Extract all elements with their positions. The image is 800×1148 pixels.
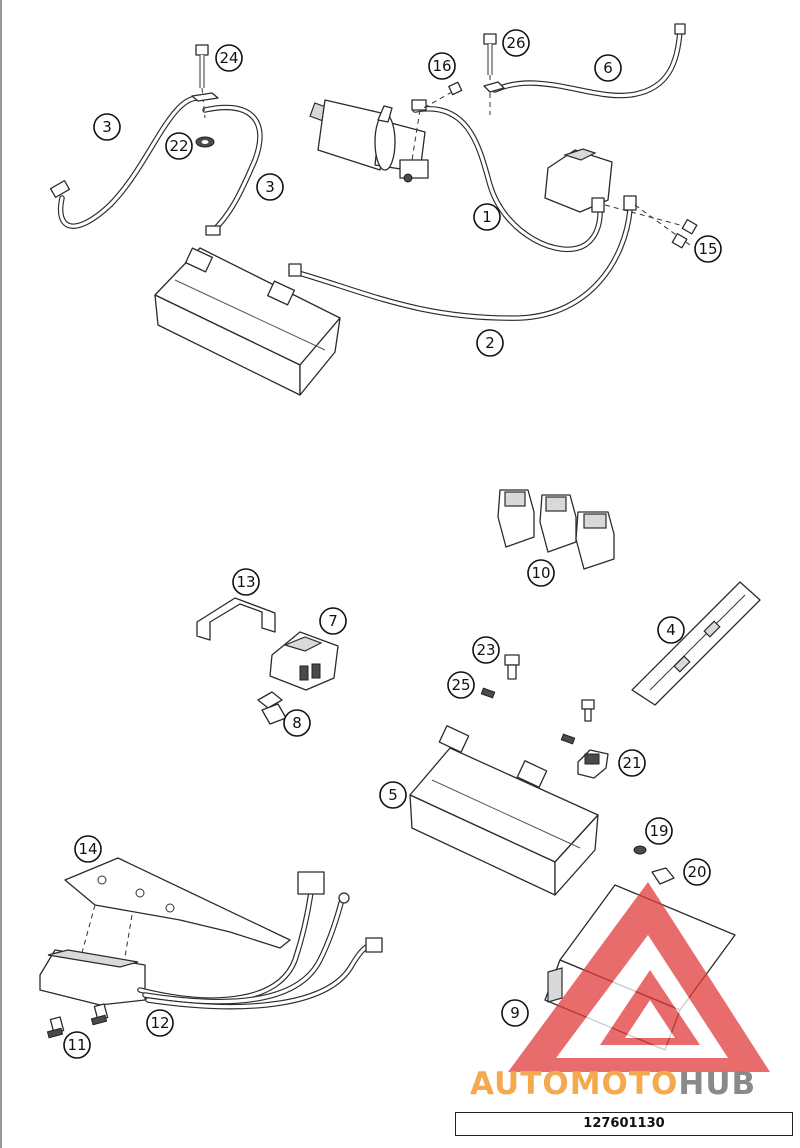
svg-text:22: 22 xyxy=(169,137,188,155)
callout-26: 26 xyxy=(502,29,530,57)
callout-3-right: 3 xyxy=(256,173,284,201)
screw-23 xyxy=(504,654,520,680)
svg-text:1: 1 xyxy=(482,208,492,226)
positive-cable xyxy=(288,207,633,321)
watermark-text-b: HUB xyxy=(678,1066,757,1102)
callout-25: 25 xyxy=(447,671,475,699)
bolt-24 xyxy=(191,44,219,119)
svg-text:24: 24 xyxy=(219,49,238,67)
svg-text:14: 14 xyxy=(78,840,97,858)
callout-21: 21 xyxy=(618,749,646,777)
svg-text:3: 3 xyxy=(102,118,112,136)
callout-8: 8 xyxy=(283,709,311,737)
svg-text:16: 16 xyxy=(432,57,451,75)
svg-text:6: 6 xyxy=(603,59,613,77)
svg-text:19: 19 xyxy=(649,822,668,840)
bolt-15 xyxy=(671,219,698,249)
svg-text:21: 21 xyxy=(622,754,641,772)
svg-text:13: 13 xyxy=(236,573,255,591)
svg-text:15: 15 xyxy=(698,240,717,258)
callout-22: 22 xyxy=(165,132,193,160)
svg-text:20: 20 xyxy=(687,863,706,881)
watermark-text: AUTOMOTOHUB xyxy=(470,1064,800,1104)
callout-13: 13 xyxy=(232,568,260,596)
terminal-21 xyxy=(577,749,609,779)
screw-19 xyxy=(633,845,647,855)
rubber-seal-8 xyxy=(257,691,287,725)
svg-text:5: 5 xyxy=(388,786,398,804)
screws-11 xyxy=(46,1003,109,1039)
callout-5: 5 xyxy=(379,781,407,809)
battery-upper xyxy=(154,247,341,396)
callout-2: 2 xyxy=(476,329,504,357)
bolt-26 xyxy=(483,33,497,115)
starter-motor-cable-6 xyxy=(483,23,686,99)
callout-1: 1 xyxy=(473,203,501,231)
starter-motor xyxy=(309,99,429,183)
battery-5 xyxy=(409,725,599,896)
bolt-16 xyxy=(411,81,463,161)
callout-3-left: 3 xyxy=(93,113,121,141)
callout-6: 6 xyxy=(594,54,622,82)
callout-16: 16 xyxy=(428,52,456,80)
svg-text:7: 7 xyxy=(328,612,338,630)
watermark-text-a: AUTOMOTO xyxy=(470,1066,679,1102)
svg-text:26: 26 xyxy=(506,34,525,52)
starter-relay-upper xyxy=(544,148,691,246)
callout-14: 14 xyxy=(74,835,102,863)
connectors-10 xyxy=(497,489,615,570)
battery-holder-4 xyxy=(631,581,761,706)
callout-9: 9 xyxy=(501,999,529,1027)
ground-cable-left xyxy=(49,95,263,236)
svg-text:4: 4 xyxy=(666,621,676,639)
nut-25 xyxy=(480,687,496,699)
callout-4: 4 xyxy=(657,616,685,644)
svg-text:11: 11 xyxy=(67,1036,86,1054)
relay-bracket-13 xyxy=(196,597,276,641)
callout-20: 20 xyxy=(683,858,711,886)
callout-12: 12 xyxy=(146,1009,174,1037)
svg-text:9: 9 xyxy=(510,1004,520,1022)
svg-text:8: 8 xyxy=(292,714,302,732)
svg-text:12: 12 xyxy=(150,1014,169,1032)
watermark-logo xyxy=(508,882,770,1072)
svg-text:25: 25 xyxy=(451,676,470,694)
svg-text:3: 3 xyxy=(265,178,275,196)
washer-22 xyxy=(195,136,215,148)
starter-relay-7 xyxy=(269,631,339,691)
callout-24: 24 xyxy=(215,44,243,72)
callout-10: 10 xyxy=(527,559,555,587)
callout-15: 15 xyxy=(694,235,722,263)
clip-20 xyxy=(651,867,675,885)
callout-7: 7 xyxy=(319,607,347,635)
relay-mount-14 xyxy=(64,857,291,976)
svg-text:2: 2 xyxy=(485,334,495,352)
svg-text:10: 10 xyxy=(531,564,550,582)
starter-cable xyxy=(411,99,603,252)
callout-19: 19 xyxy=(645,817,673,845)
diagram-id-box: 127601130 xyxy=(455,1112,793,1136)
callout-23: 23 xyxy=(472,636,500,664)
svg-text:23: 23 xyxy=(476,641,495,659)
screw-21a xyxy=(560,699,595,745)
callout-11: 11 xyxy=(63,1031,91,1059)
wiring-harness-12 xyxy=(39,871,383,1010)
